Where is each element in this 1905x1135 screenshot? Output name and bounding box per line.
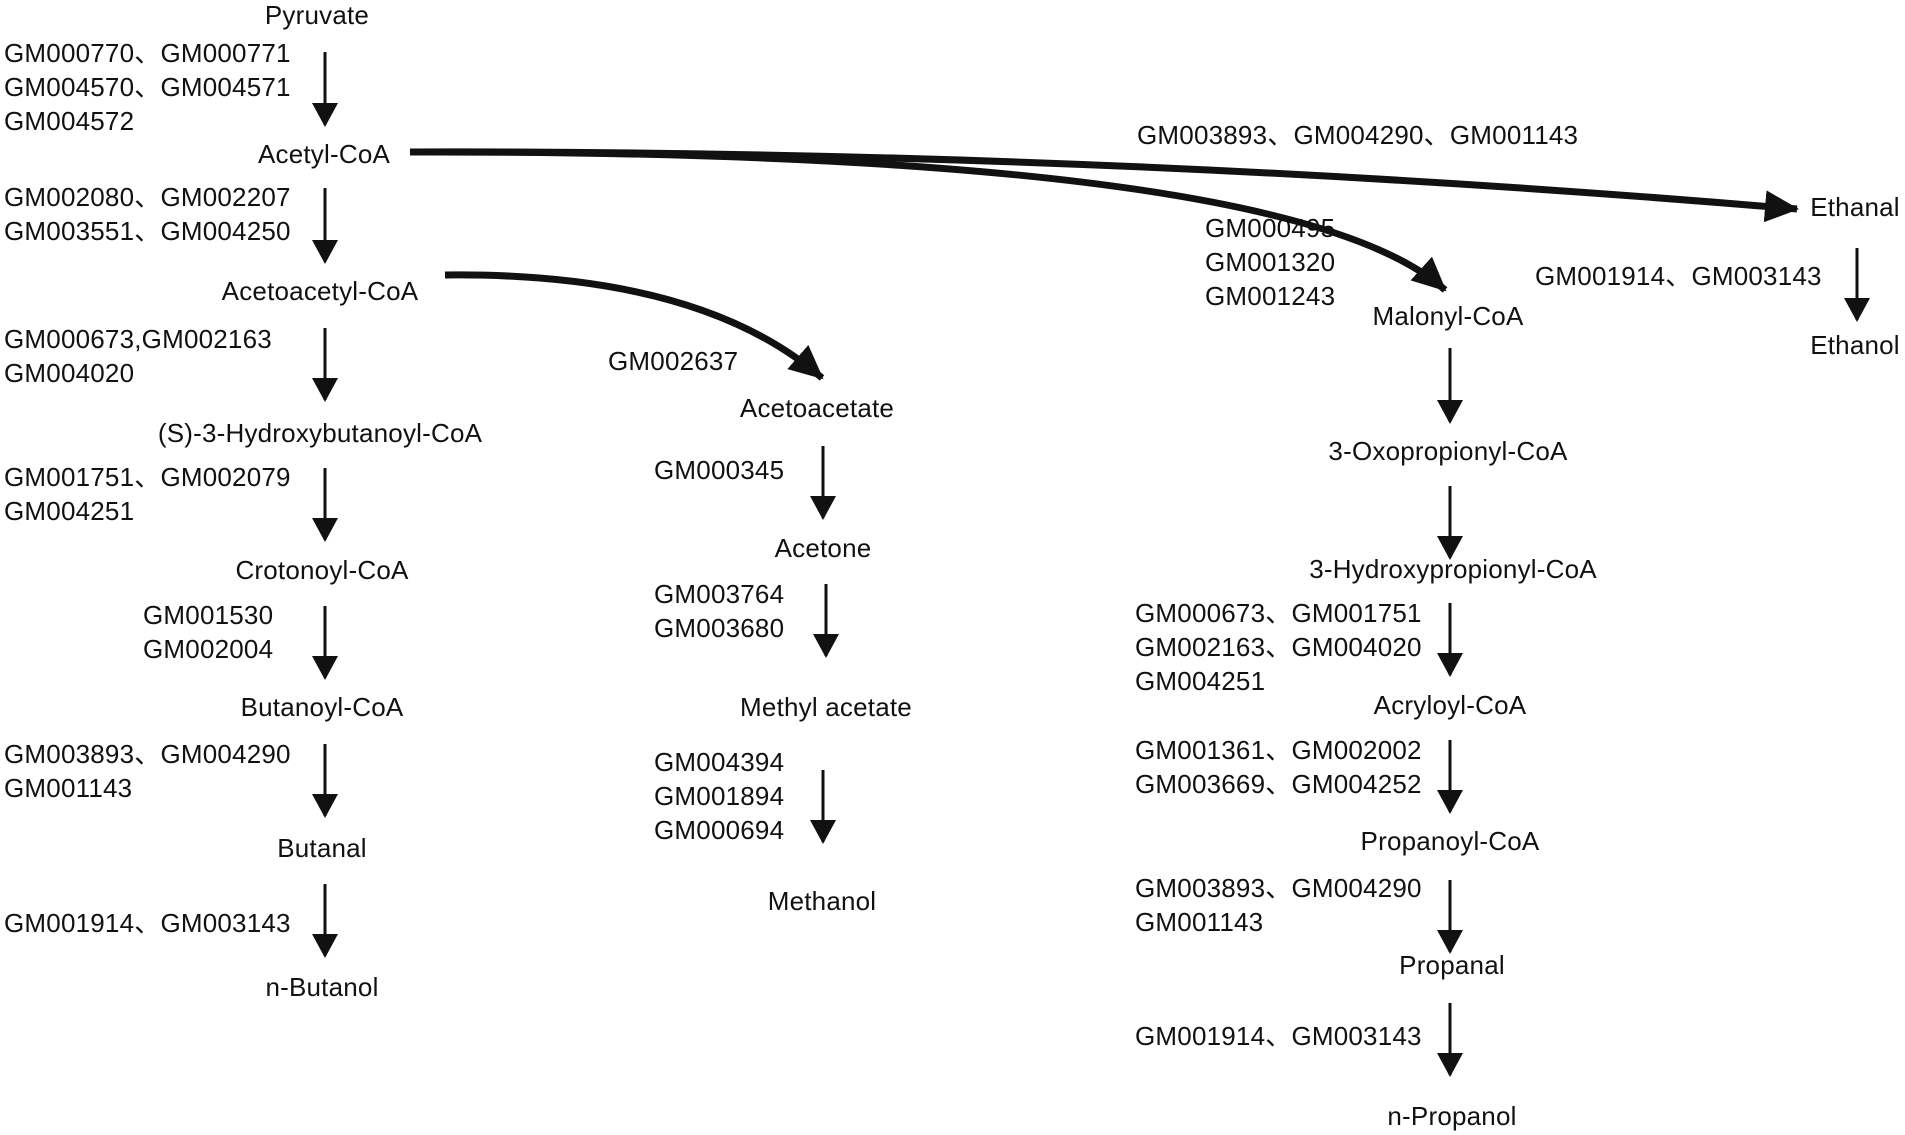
- metabolite-acetone: Acetone: [774, 533, 872, 563]
- gene-label: GM001320: [1205, 247, 1336, 277]
- metabolite-n-propanol: n-Propanol: [1387, 1101, 1517, 1131]
- gene-group-acetoacetate-acetone: GM000345: [654, 453, 784, 487]
- arrow-acetoacetyl-coa-acetoacetate: [444, 271, 825, 381]
- gene-label: GM003893、GM004290: [4, 739, 291, 769]
- metabolite-acetoacetyl-coa: Acetoacetyl-CoA: [221, 276, 419, 306]
- gene-group-s3-hydroxybutanoyl-coa-crotonoyl-coa: GM001751、GM002079 GM004251: [4, 460, 291, 528]
- metabolite-butanal: Butanal: [277, 833, 367, 863]
- gene-group-butanoyl-coa-butanal: GM003893、GM004290 GM001143: [4, 737, 291, 805]
- metabolite-acryloyl-coa: Acryloyl-CoA: [1373, 690, 1527, 720]
- metabolite-3-oxopropionyl-coa: 3-Oxopropionyl-CoA: [1328, 436, 1568, 466]
- gene-label: GM003764: [654, 579, 785, 609]
- metabolite-methanol: Methanol: [767, 886, 877, 916]
- metabolite-crotonoyl-coa: Crotonoyl-CoA: [235, 555, 409, 585]
- gene-label: GM003551、GM004250: [4, 216, 291, 246]
- arrow-acetyl-coa-ethanal: [409, 148, 1799, 223]
- metabolite-3-hydroxypropionyl-coa: 3-Hydroxypropionyl-CoA: [1309, 554, 1597, 584]
- gene-label: GM001143: [4, 773, 133, 803]
- gene-label: GM001914、GM003143: [1535, 261, 1822, 291]
- gene-group-propanal-n-propanol: GM001914、GM003143: [1135, 1019, 1422, 1053]
- gene-label: GM002637: [608, 346, 739, 376]
- gene-group-acetoacetyl-coa-s3-hydroxybutanoyl-coa: GM000673,GM002163 GM004020: [4, 322, 272, 390]
- gene-group-acetyl-coa-acetoacetyl-coa: GM002080、GM002207 GM003551、GM004250: [4, 180, 291, 248]
- gene-label: GM003680: [654, 613, 785, 643]
- gene-label: GM001751、GM002079: [4, 462, 291, 492]
- gene-label: GM003669、GM004252: [1135, 769, 1422, 799]
- gene-label: GM001914、GM003143: [4, 908, 291, 938]
- gene-group-acetyl-coa-malonyl-coa: GM000495 GM001320 GM001243: [1205, 211, 1335, 313]
- gene-label: GM001143: [1135, 907, 1264, 937]
- gene-group-acryloyl-coa-propanoyl-coa: GM001361、GM002002 GM003669、GM004252: [1135, 733, 1422, 801]
- gene-label: GM000694: [654, 815, 785, 845]
- metabolite-methyl-acetate: Methyl acetate: [740, 692, 912, 722]
- gene-label: GM001361、GM002002: [1135, 735, 1422, 765]
- metabolite-malonyl-coa: Malonyl-CoA: [1372, 301, 1524, 331]
- gene-label: GM000673,GM002163: [4, 324, 272, 354]
- gene-group-acetyl-coa-ethanal: GM003893、GM004290、GM001143: [1137, 118, 1578, 152]
- gene-group-butanal-n-butanol: GM001914、GM003143: [4, 906, 291, 940]
- gene-label: GM003893、GM004290、GM001143: [1137, 120, 1579, 150]
- gene-group-pyruvate-acetyl-coa: GM000770、GM000771 GM004570、GM004571 GM00…: [4, 36, 291, 138]
- gene-group-hydroxypropionyl-coa-acryloyl-coa: GM000673、GM001751 GM002163、GM004020 GM00…: [1135, 596, 1422, 698]
- gene-label: GM000495: [1205, 213, 1336, 243]
- metabolite-ethanal: Ethanal: [1810, 192, 1900, 222]
- gene-label: GM000345: [654, 455, 785, 485]
- gene-group-acetoacetyl-coa-acetoacetate: GM002637: [608, 344, 738, 378]
- metabolite-propanoyl-coa: Propanoyl-CoA: [1360, 826, 1540, 856]
- gene-label: GM001914、GM003143: [1135, 1021, 1422, 1051]
- gene-label: GM001894: [654, 781, 785, 811]
- metabolite-acetoacetate: Acetoacetate: [739, 393, 895, 423]
- gene-group-acetone-methyl-acetate: GM003764 GM003680: [654, 577, 784, 645]
- gene-label: GM002080、GM002207: [4, 182, 291, 212]
- gene-label: GM004251: [1135, 666, 1266, 696]
- gene-label: GM004020: [4, 358, 135, 388]
- gene-label: GM001530: [143, 600, 274, 630]
- gene-label: GM002004: [143, 634, 274, 664]
- gene-label: GM001243: [1205, 281, 1336, 311]
- gene-group-methyl-acetate-methanol: GM004394 GM001894 GM000694: [654, 745, 784, 847]
- gene-label: GM004572: [4, 106, 135, 136]
- metabolite-s3-hydroxybutanoyl-coa: (S)-3-Hydroxybutanoyl-CoA: [157, 418, 483, 448]
- gene-label: GM004251: [4, 496, 135, 526]
- metabolite-pyruvate: Pyruvate: [264, 0, 370, 30]
- metabolite-propanal: Propanal: [1399, 950, 1505, 980]
- gene-group-crotonoyl-coa-butanoyl-coa: GM001530 GM002004: [143, 598, 273, 666]
- gene-label: GM004570、GM004571: [4, 72, 291, 102]
- metabolite-butanoyl-coa: Butanoyl-CoA: [240, 692, 404, 722]
- gene-group-ethanal-ethanol: GM001914、GM003143: [1535, 259, 1822, 293]
- metabolite-ethanol: Ethanol: [1810, 330, 1900, 360]
- gene-label: GM003893、GM004290: [1135, 873, 1422, 903]
- gene-label: GM000673、GM001751: [1135, 598, 1422, 628]
- gene-group-propanoyl-coa-propanal: GM003893、GM004290 GM001143: [1135, 871, 1422, 939]
- metabolite-n-butanol: n-Butanol: [265, 972, 379, 1002]
- gene-label: GM002163、GM004020: [1135, 632, 1422, 662]
- metabolite-acetyl-coa: Acetyl-CoA: [257, 139, 391, 169]
- arrow-acetyl-coa-malonyl-coa: [409, 148, 1448, 293]
- gene-label: GM000770、GM000771: [4, 38, 291, 68]
- gene-label: GM004394: [654, 747, 785, 777]
